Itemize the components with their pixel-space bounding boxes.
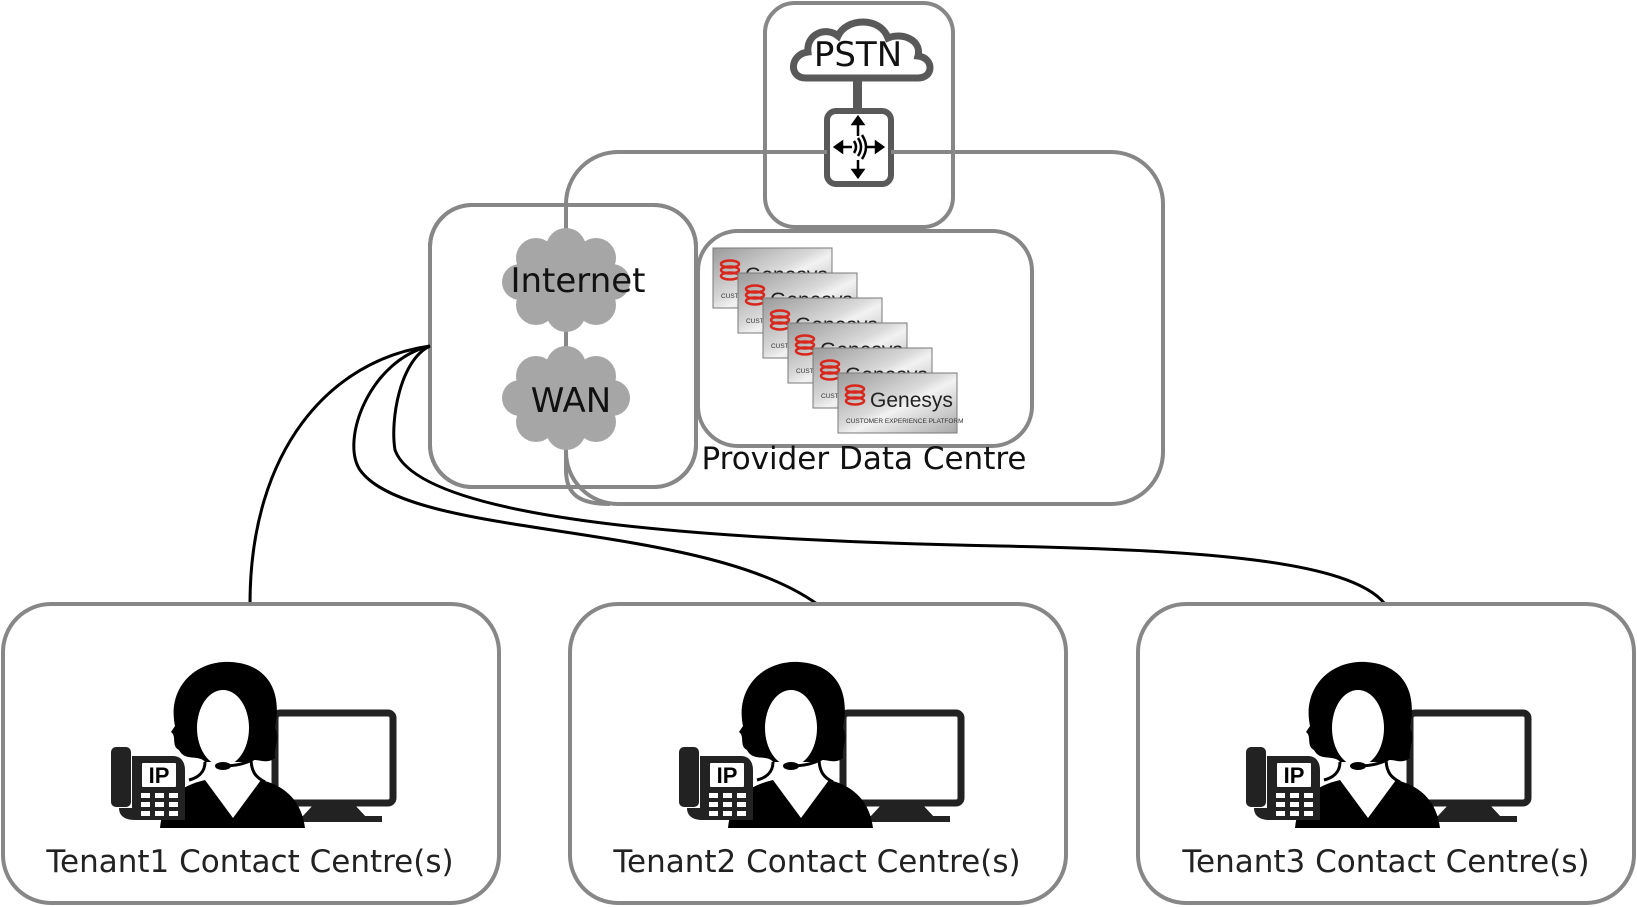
genesys-tagline-text: CUSTOMER EXPERIENCE PLATFORM bbox=[846, 418, 964, 425]
wire-tenant2 bbox=[352, 344, 818, 606]
pstn-box bbox=[763, 1, 955, 229]
tenant2-box-group: Tenant2 Contact Centre(s) bbox=[568, 602, 1068, 905]
tenant3-box-group: Tenant3 Contact Centre(s) bbox=[1136, 602, 1636, 905]
provider-data-centre-label: Provider Data Centre bbox=[701, 441, 1026, 477]
tenant2-box bbox=[568, 602, 1068, 905]
pstn-label: PSTN bbox=[814, 35, 902, 75]
tenant3-label: Tenant3 Contact Centre(s) bbox=[1181, 844, 1589, 880]
tenant1-box bbox=[1, 602, 501, 905]
wan-cloud bbox=[502, 346, 630, 450]
media-gateway-icon bbox=[824, 108, 894, 187]
genesys-card-bg bbox=[837, 372, 958, 434]
genesys-logo-icon bbox=[844, 384, 866, 406]
pstn-gateway-link bbox=[853, 80, 862, 112]
tenant1-label: Tenant1 Contact Centre(s) bbox=[45, 844, 453, 880]
pstn-cloud bbox=[790, 18, 934, 82]
tenant1-box-group: Tenant1 Contact Centre(s) bbox=[1, 602, 501, 905]
wan-label: WAN bbox=[531, 381, 611, 421]
internet-label: Internet bbox=[510, 261, 645, 301]
agent-workstation-icon bbox=[110, 662, 393, 828]
agent-workstation-icon bbox=[1245, 662, 1528, 828]
genesys-brand-text: Genesys bbox=[870, 389, 953, 412]
tenant2-label: Tenant2 Contact Centre(s) bbox=[612, 844, 1020, 880]
wire-tenant3 bbox=[392, 344, 1387, 605]
wire-tenant1 bbox=[248, 344, 431, 605]
tenant3-box bbox=[1136, 602, 1636, 905]
internet-cloud bbox=[502, 228, 630, 332]
genesys-platform-box bbox=[696, 229, 1034, 448]
agent-workstation-icon bbox=[678, 662, 961, 828]
